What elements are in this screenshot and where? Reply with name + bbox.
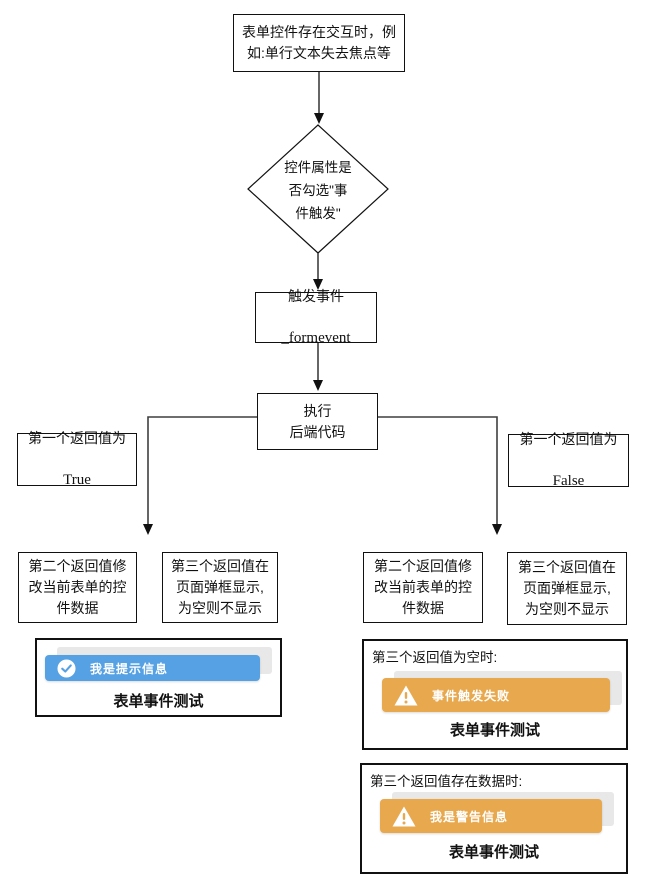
node-second-return-left: 第二个返回值修 改当前表单的控 件数据: [18, 552, 137, 623]
preview-card-warning-empty: 第三个返回值为空时: 事件触发失败 表单事件测试: [362, 639, 628, 750]
node-return-true: 第一个返回值为 True: [17, 430, 137, 488]
arrow-branch-left: [143, 416, 257, 535]
card-title: 第三个返回值存在数据时:: [370, 774, 523, 789]
node-start: 表单控件存在交互时，例 如:单行文本失去焦点等: [233, 14, 405, 72]
node-execute-backend: 执行 后端代码: [257, 393, 378, 450]
warning-toast-text: 我是警告信息: [430, 809, 509, 824]
info-toast: 我是提示信息: [45, 655, 260, 681]
node-third-return-left: 第三个返回值在 页面弹框显示, 为空则不显示: [162, 552, 278, 623]
node-return-false: 第一个返回值为 False: [508, 431, 629, 489]
warning-toast: 我是警告信息: [380, 799, 602, 833]
check-circle-icon: [57, 658, 76, 678]
form-event-test-caption: 表单事件测试: [448, 844, 539, 861]
arrow-branch-right: [378, 416, 502, 535]
return-false-value: False: [552, 473, 585, 489]
node-trigger-event: 触发事件 _formevent: [255, 288, 377, 346]
return-true-label: 第一个返回值为: [28, 430, 126, 446]
warning-toast: 事件触发失败: [382, 678, 610, 712]
warning-triangle-icon: [394, 685, 418, 706]
return-true-value: True: [63, 472, 91, 488]
form-event-test-caption: 表单事件测试: [449, 722, 540, 739]
node-decision-label: 控件属性是 否勾选"事 件触发": [284, 159, 352, 221]
preview-card-info: 我是提示信息 表单事件测试: [35, 638, 282, 717]
trigger-event-label: 触发事件: [287, 288, 344, 304]
node-second-return-right: 第二个返回值修 改当前表单的控 件数据: [363, 552, 483, 623]
return-false-label: 第一个返回值为: [519, 431, 618, 447]
preview-card-warning-data: 第三个返回值存在数据时: 我是警告信息 表单事件测试: [360, 763, 628, 874]
node-third-return-right: 第三个返回值在 页面弹框显示, 为空则不显示: [507, 552, 627, 625]
warning-triangle-icon: [392, 806, 416, 827]
info-toast-text: 我是提示信息: [90, 661, 169, 676]
form-event-test-caption: 表单事件测试: [113, 693, 204, 710]
warning-toast-text: 事件触发失败: [432, 688, 511, 703]
card-title: 第三个返回值为空时:: [372, 650, 498, 665]
trigger-event-name: _formevent: [281, 330, 351, 346]
